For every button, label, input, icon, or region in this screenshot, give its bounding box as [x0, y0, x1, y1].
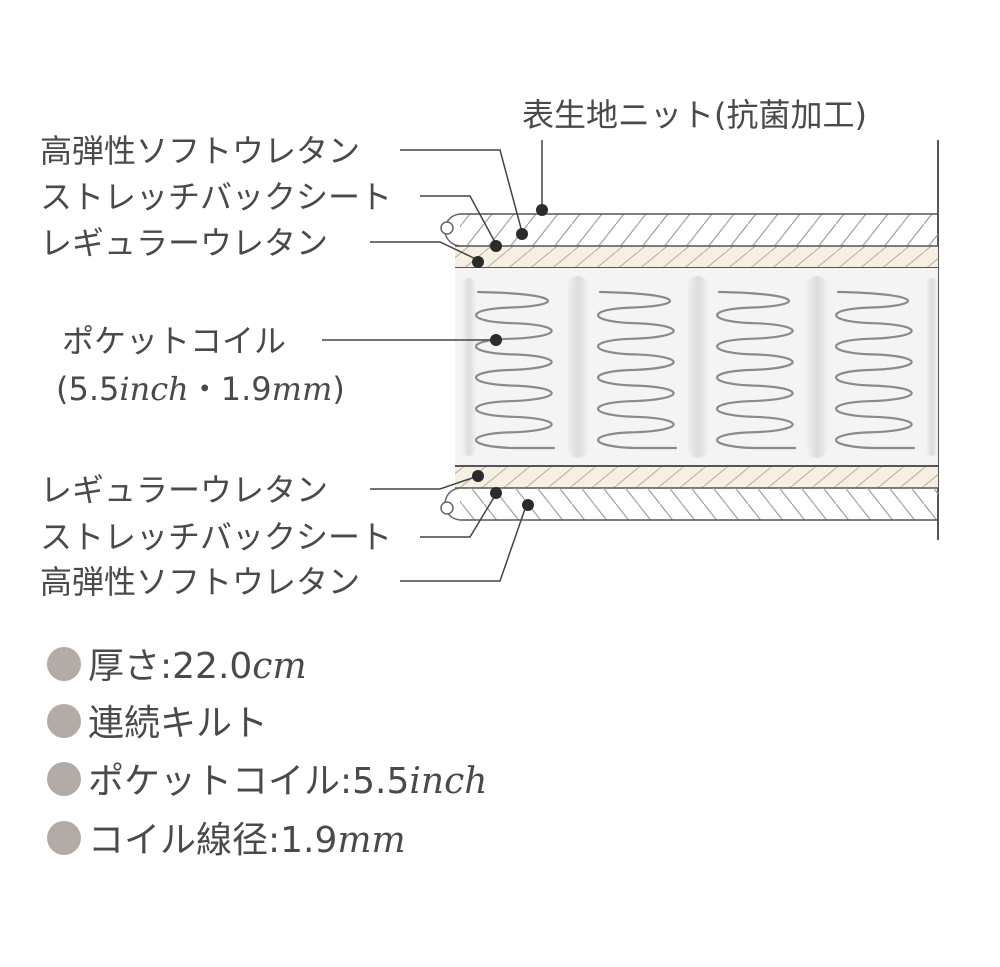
spec-unit: cm: [252, 646, 306, 687]
spec-mid: ・1.9: [189, 370, 272, 408]
spec-mm: mm: [272, 370, 333, 408]
spec-item: コイル線径:1.9mm: [47, 820, 406, 861]
svg-text:厚さ:22.0cm: 厚さ:22.0cm: [88, 646, 307, 687]
svg-text:連続キルト: 連続キルト: [88, 703, 268, 744]
spec-item: 連続キルト: [47, 703, 268, 744]
coil-spring-icon: [475, 290, 556, 450]
bottom-urethane-layer: [455, 465, 938, 489]
bottom-knit-layer: [440, 487, 938, 521]
spec-list: 厚さ:22.0cm 連続キルト ポケットコイル:5.5inch コイル線径:1.…: [47, 646, 487, 861]
layer-labels: 表生地ニット(抗菌加工) 高弾性ソフトウレタン ストレッチバックシート レギュラ…: [40, 96, 867, 601]
bullet-icon: [47, 762, 81, 796]
mattress-cross-section: [440, 140, 939, 540]
spec-open: (5.5: [56, 370, 119, 408]
spec-label: コイル線径:: [88, 820, 280, 861]
coil-spring-icon: [716, 290, 797, 450]
spec-value: 1.9: [280, 820, 337, 861]
spec-unit: mm: [337, 820, 405, 861]
label-pocket-coil: ポケットコイル: [62, 322, 286, 360]
coil-spring-icon: [835, 290, 916, 450]
spec-label: 連続キルト: [88, 703, 268, 744]
dot-bottom-soft-urethane: [522, 499, 534, 511]
dot-bottom-stretch-sheet: [490, 487, 502, 499]
spec-label: ポケットコイル:: [88, 761, 352, 802]
spec-label: 厚さ:: [88, 646, 172, 687]
label-bottom-soft-urethane: 高弾性ソフトウレタン: [40, 563, 360, 601]
dot-top-soft-urethane: [516, 228, 528, 240]
label-top-regular-urethane: レギュラーウレタン: [40, 224, 328, 262]
dot-bottom-regular-urethane: [472, 470, 484, 482]
spec-unit: inch: [409, 761, 487, 802]
spec-value: 5.5: [352, 761, 409, 802]
leader-lines: [322, 140, 543, 582]
top-knit-layer: [440, 213, 938, 247]
spec-item: ポケットコイル:5.5inch: [47, 761, 487, 802]
dot-top-regular-urethane: [472, 256, 484, 268]
leader-dots: [472, 204, 548, 511]
bullet-icon: [47, 647, 81, 681]
label-bottom-regular-urethane: レギュラーウレタン: [40, 471, 328, 509]
svg-text:ポケットコイル:5.5inch: ポケットコイル:5.5inch: [88, 761, 487, 802]
spec-inch: inch: [119, 370, 188, 408]
coil-spring-icon: [597, 290, 678, 450]
label-bottom-stretch-sheet: ストレッチバックシート: [40, 518, 392, 556]
svg-text:コイル線径:1.9mm: コイル線径:1.9mm: [88, 820, 406, 861]
bullet-icon: [47, 704, 81, 738]
label-top-knit: 表生地ニット(抗菌加工): [522, 96, 867, 134]
bullet-icon: [47, 821, 81, 855]
label-top-soft-urethane: 高弾性ソフトウレタン: [40, 132, 360, 170]
top-urethane-layer: [455, 245, 938, 269]
pocket-coil-layer: [455, 268, 938, 466]
label-pocket-coil-spec: (5.5inch・1.9mm): [56, 370, 345, 408]
dot-top-stretch-sheet: [490, 240, 502, 252]
spec-value: 22.0: [172, 646, 252, 687]
spec-item: 厚さ:22.0cm: [47, 646, 307, 687]
label-top-stretch-sheet: ストレッチバックシート: [40, 178, 392, 216]
dot-top-knit: [536, 204, 548, 216]
spec-close: ): [332, 370, 344, 408]
dot-pocket-coil: [490, 334, 502, 346]
